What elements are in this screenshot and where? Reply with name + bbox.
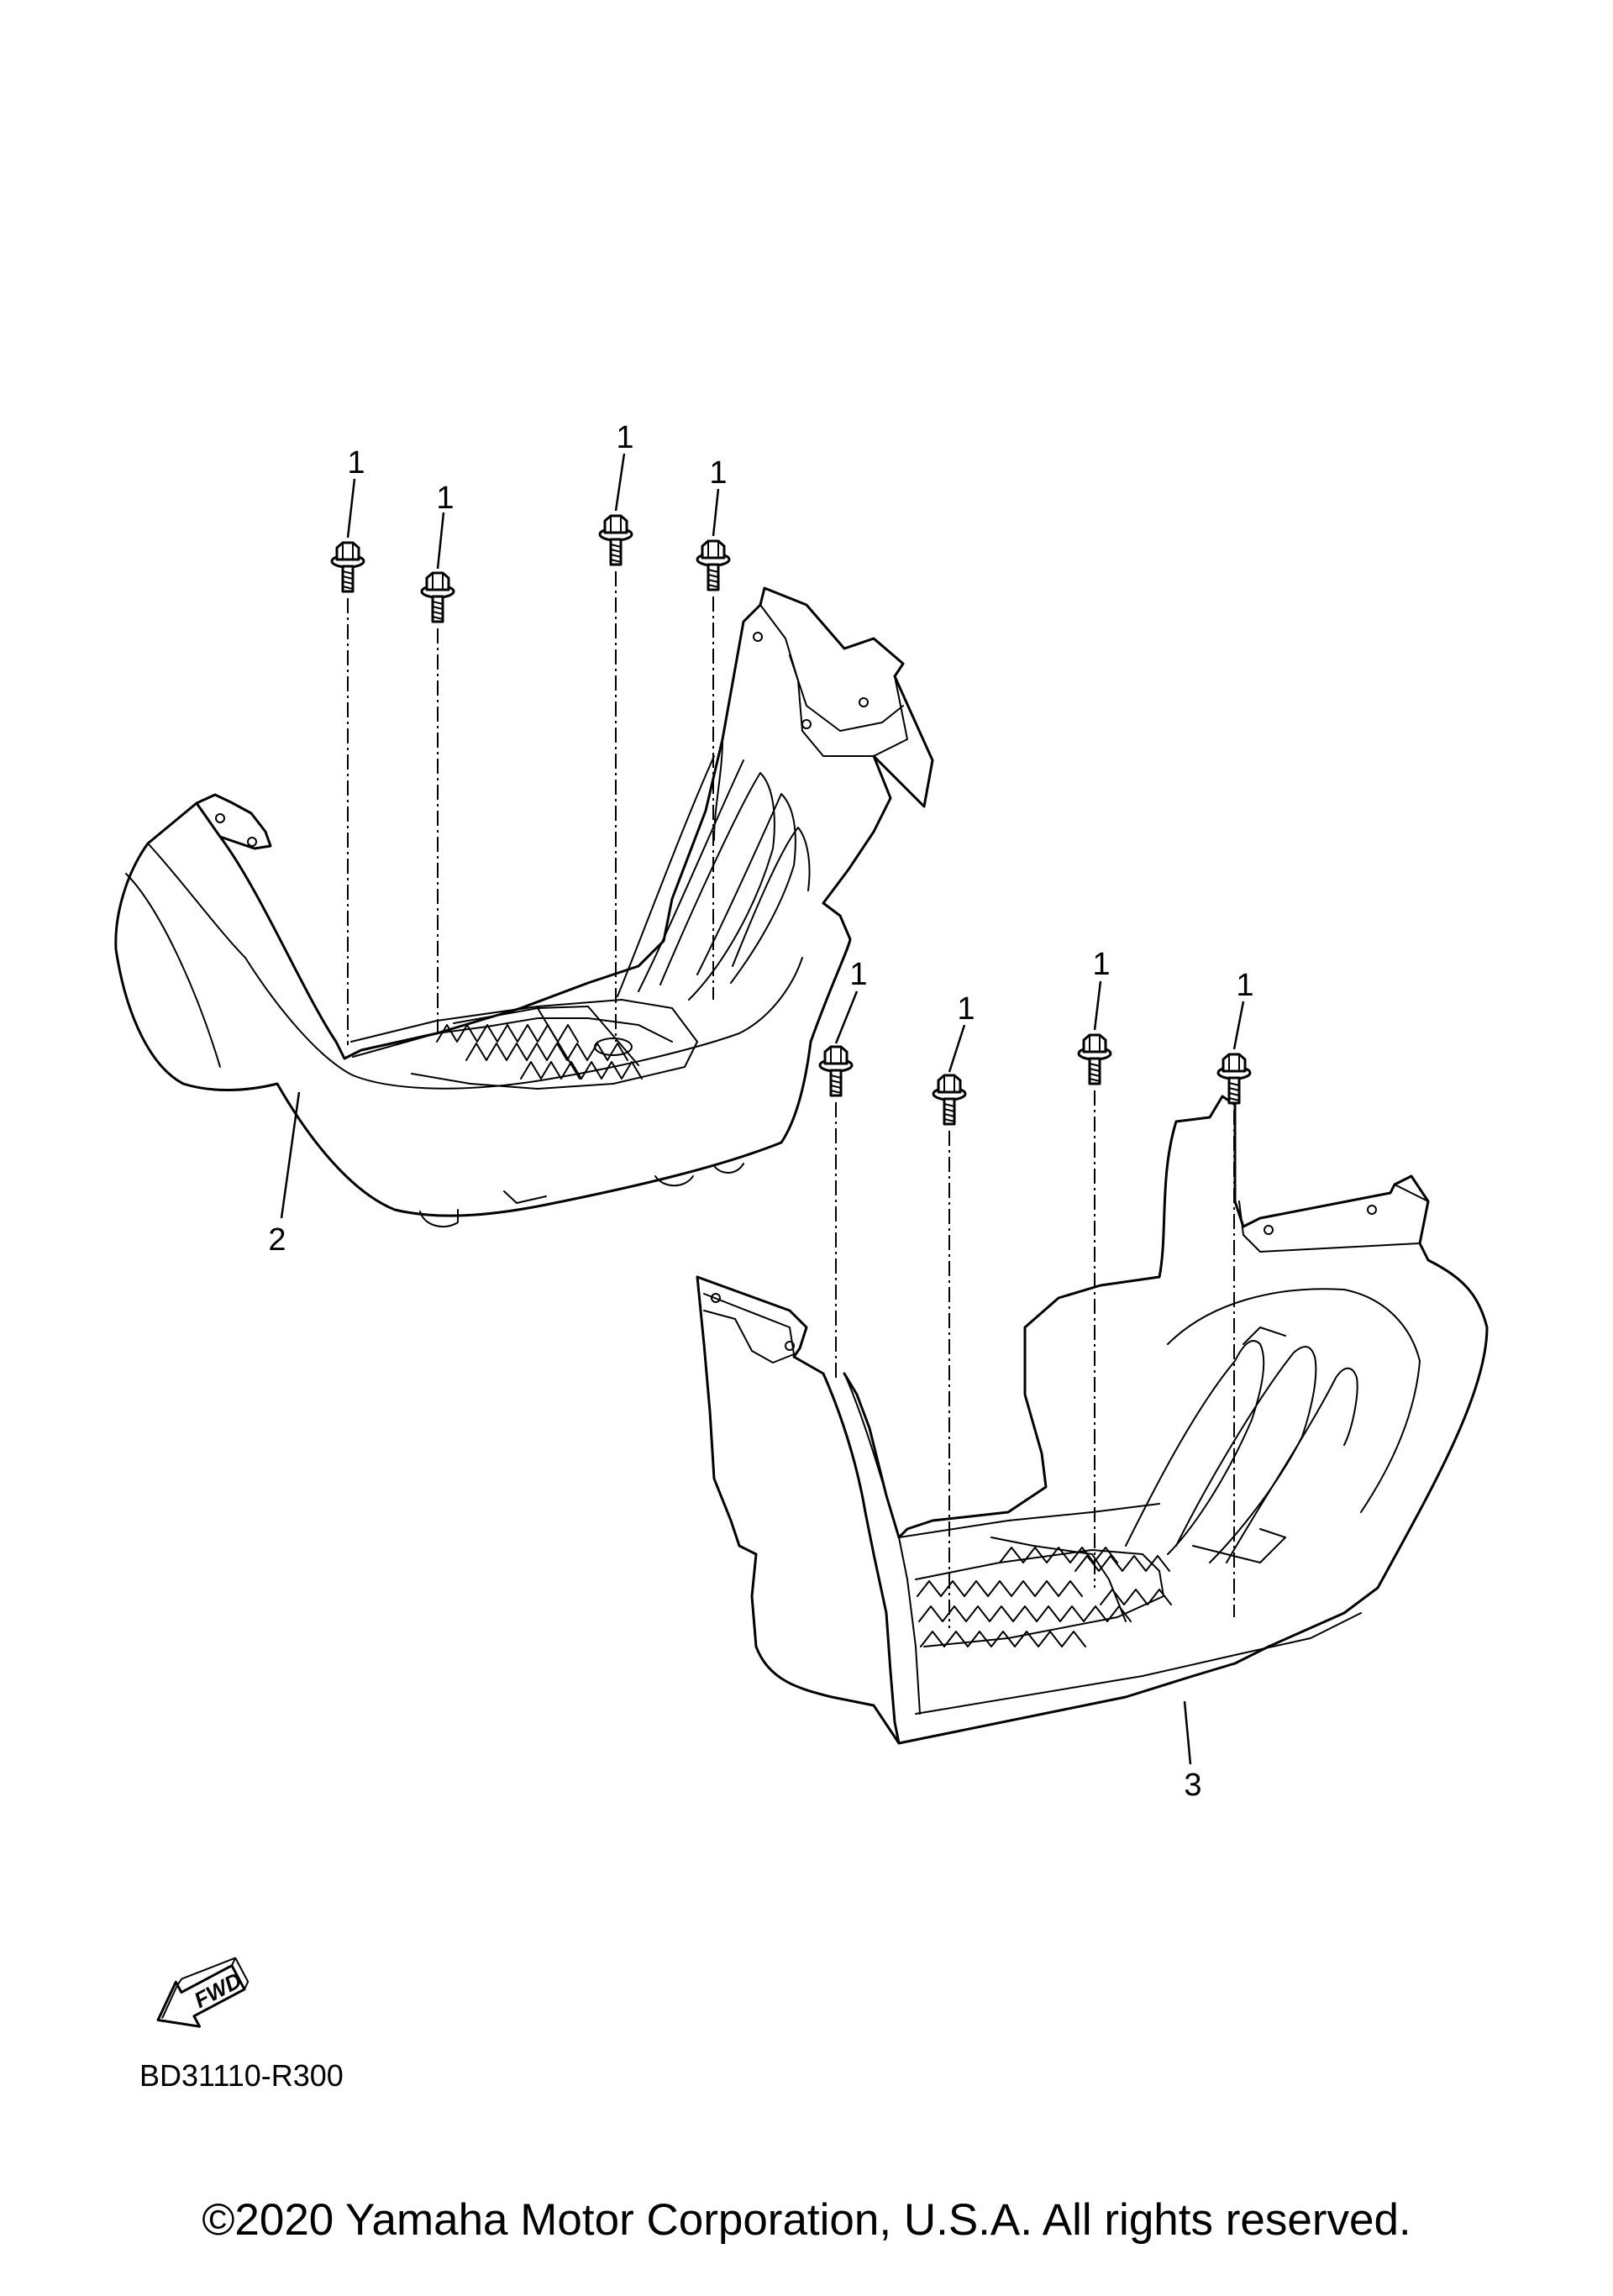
callout-1: 1 — [849, 957, 867, 992]
callout-1: 1 — [1092, 947, 1110, 982]
bolt-1g — [1077, 1033, 1112, 1085]
callout-3: 3 — [1184, 1768, 1201, 1803]
callout-1: 1 — [347, 445, 365, 481]
callout-1: 1 — [616, 420, 633, 455]
copyright-notice: ©2020 Yamaha Motor Corporation, U.S.A. A… — [202, 2195, 1411, 2245]
leader-lines — [281, 454, 1243, 1764]
diagram-code: BD31110-R300 — [139, 2058, 344, 2093]
bolt-1e — [818, 1045, 854, 1097]
callout-2: 2 — [268, 1222, 286, 1258]
callout-1: 1 — [1236, 968, 1253, 1003]
right-footrest-guard — [697, 1096, 1487, 1743]
bolt-1b — [420, 571, 455, 623]
callout-1: 1 — [957, 991, 975, 1027]
callout-1: 1 — [436, 481, 454, 516]
bolt-1c — [598, 514, 633, 566]
callout-labels: 1 1 1 1 1 1 1 1 2 3 — [268, 420, 1253, 1803]
fwd-arrow-icon: FWD — [146, 1952, 256, 2042]
installation-lines — [348, 571, 1234, 1628]
left-footrest-guard — [116, 588, 933, 1227]
bolt-1a — [330, 541, 365, 593]
callout-1: 1 — [709, 455, 727, 491]
bolt-1f — [932, 1074, 967, 1126]
bolt-1d — [696, 539, 731, 591]
